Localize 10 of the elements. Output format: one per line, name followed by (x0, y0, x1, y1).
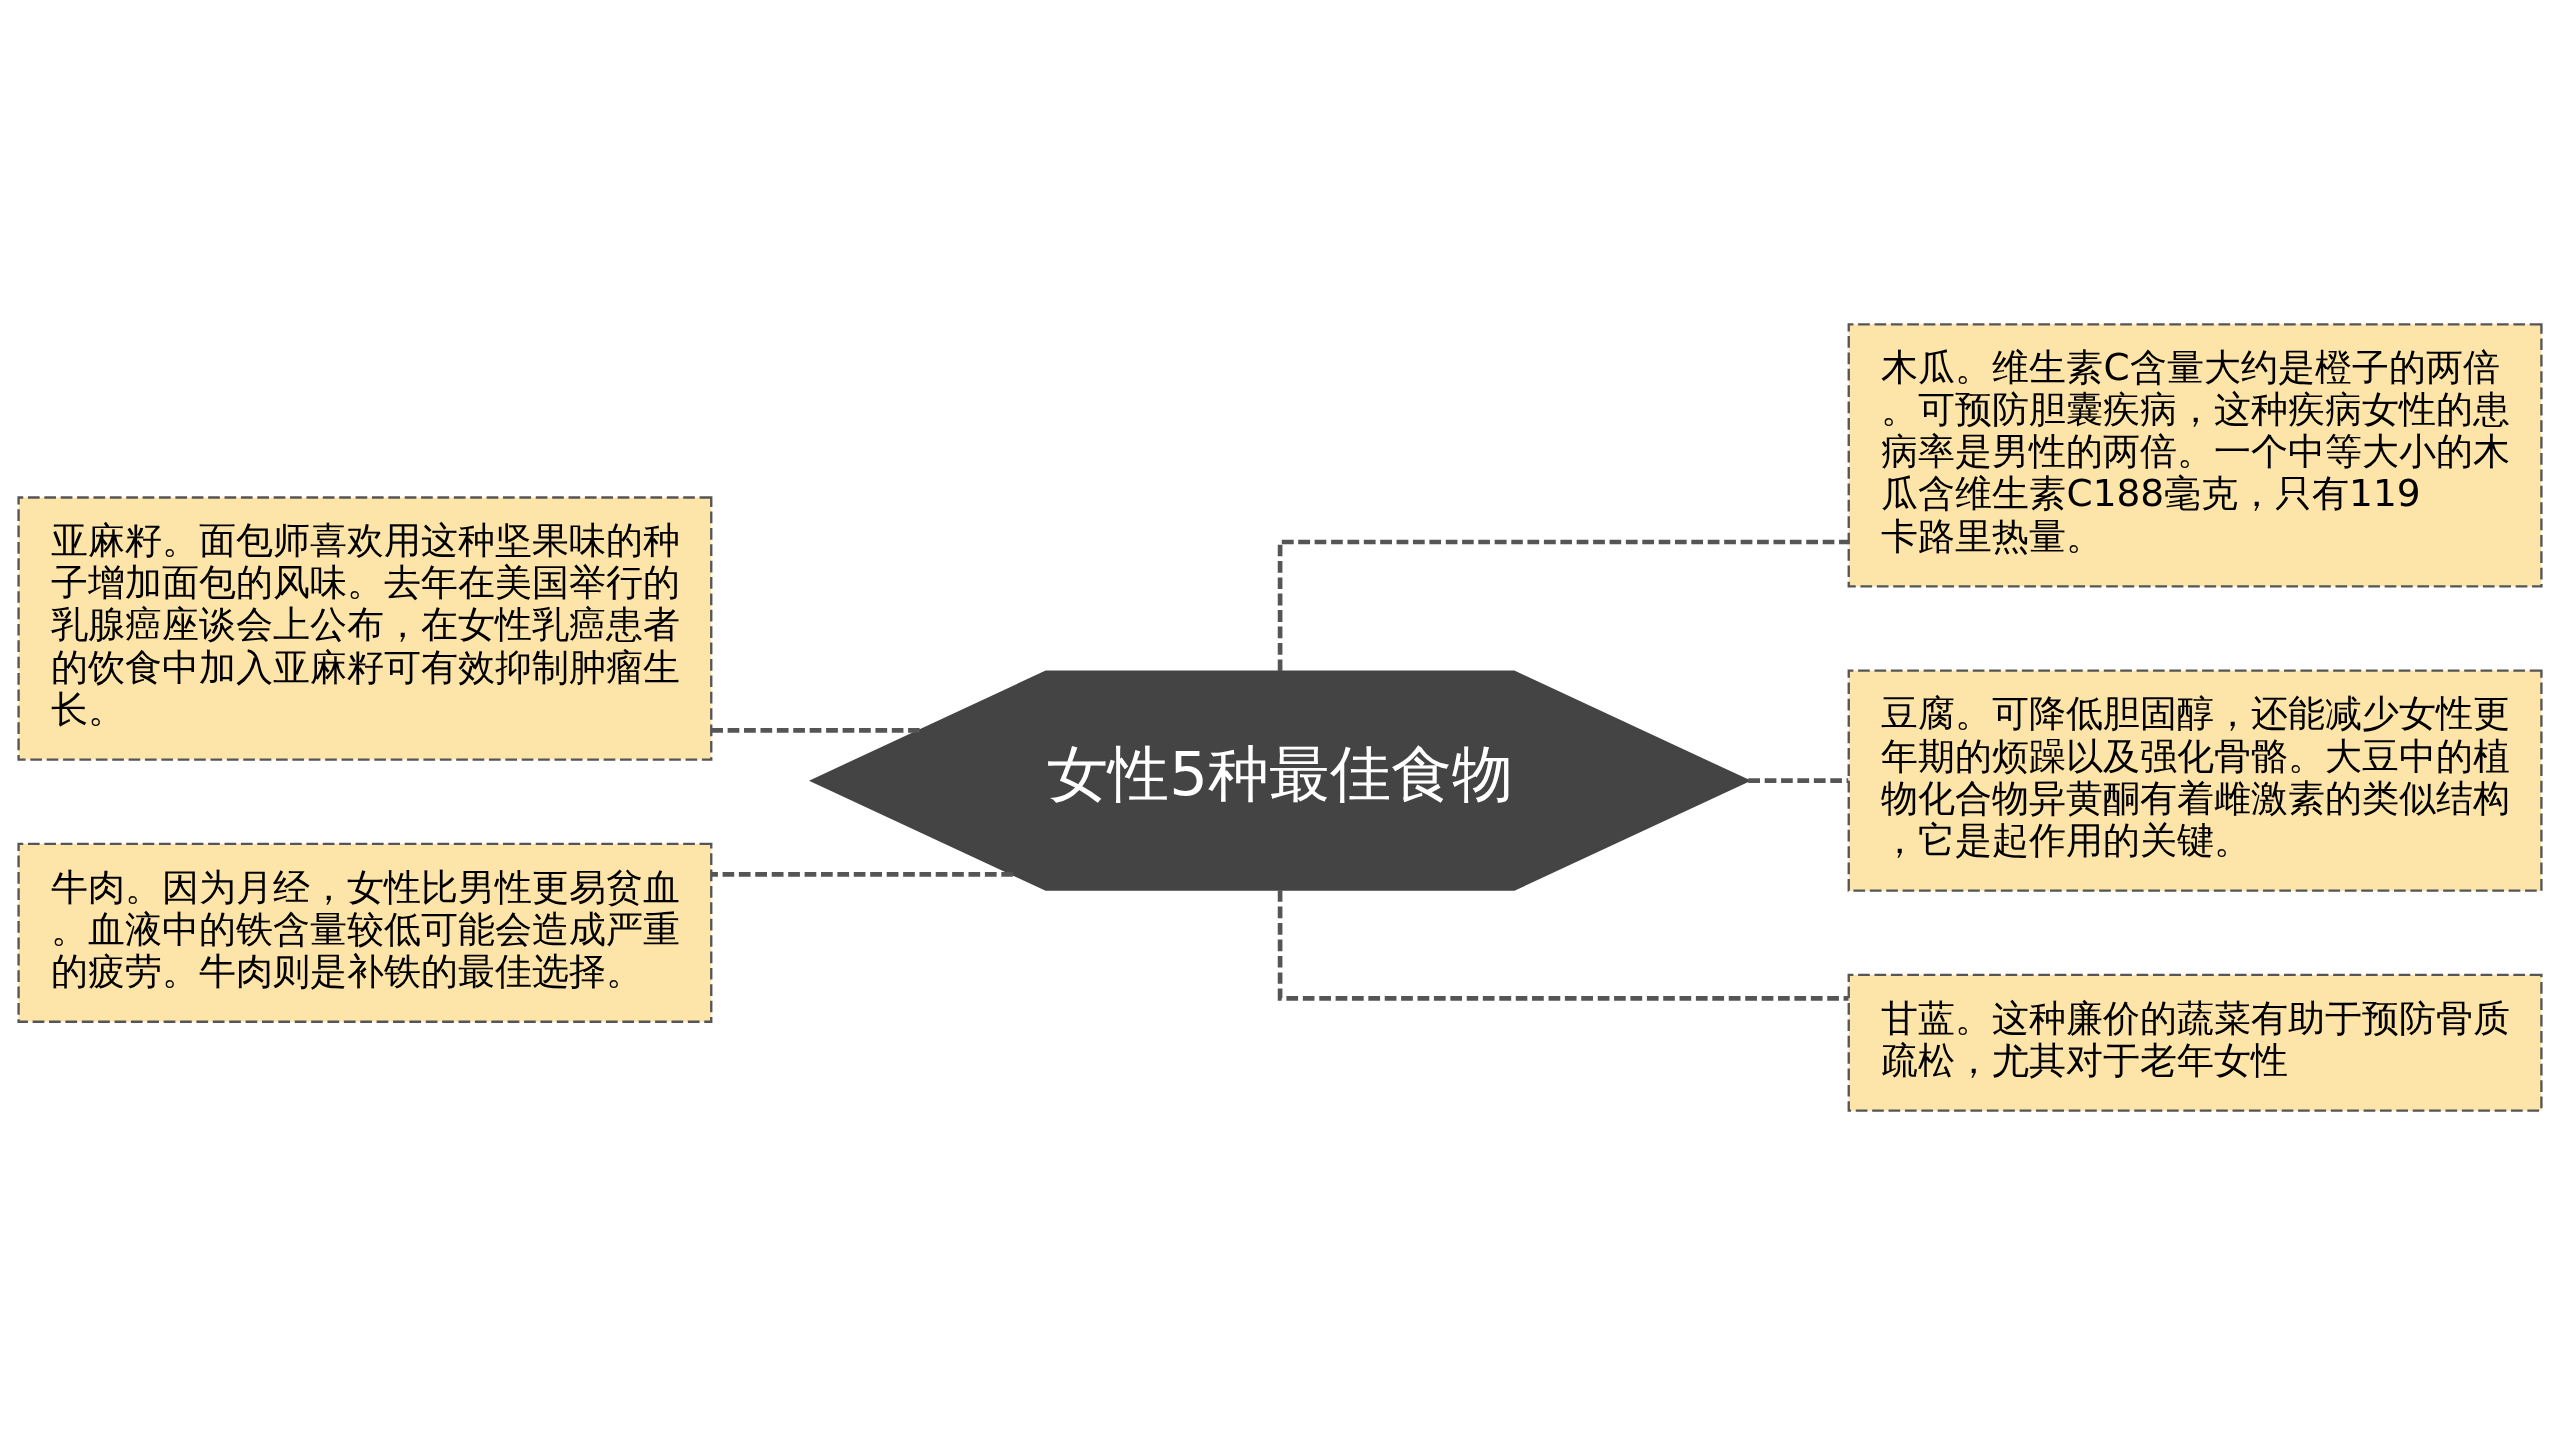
connector (1748, 778, 1849, 783)
node-box: 牛肉。因为月经，女性比男性更易贫血。血液中的铁含量较低可能会造成严重的疲劳。牛肉则是补铁的最佳选择。 (17, 842, 713, 1023)
node-box: 亚麻籽。面包师喜欢用这种坚果味的种子增加面包的风味。去年在美国举行的乳腺癌座谈会上公布，在女性乳癌患者的饮食中加入亚麻籽可有效抑制肿瘤生长。 (17, 496, 713, 761)
node-box: 豆腐。可降低胆固醇，还能减少女性更年期的烦躁以及强化骨骼。大豆中的植物化合物异黄酮有着雌激素的类似结构，它是起作用的关键。 (1847, 669, 2543, 892)
connector (711, 872, 1013, 877)
connector (1277, 890, 1849, 1001)
connector (711, 728, 920, 733)
node-box: 木瓜。维生素C含量大约是橙子的两倍。可预防胆囊疾病，这种疾病女性的患病率是男性的两倍。一个中等大小的木瓜含维生素C188毫克，只有119卡路里热量。 (1847, 323, 2543, 588)
connector (1277, 539, 1849, 672)
node-box: 甘蓝。这种廉价的蔬菜有助于预防骨质疏松，尤其对于老年女性 (1847, 973, 2543, 1112)
